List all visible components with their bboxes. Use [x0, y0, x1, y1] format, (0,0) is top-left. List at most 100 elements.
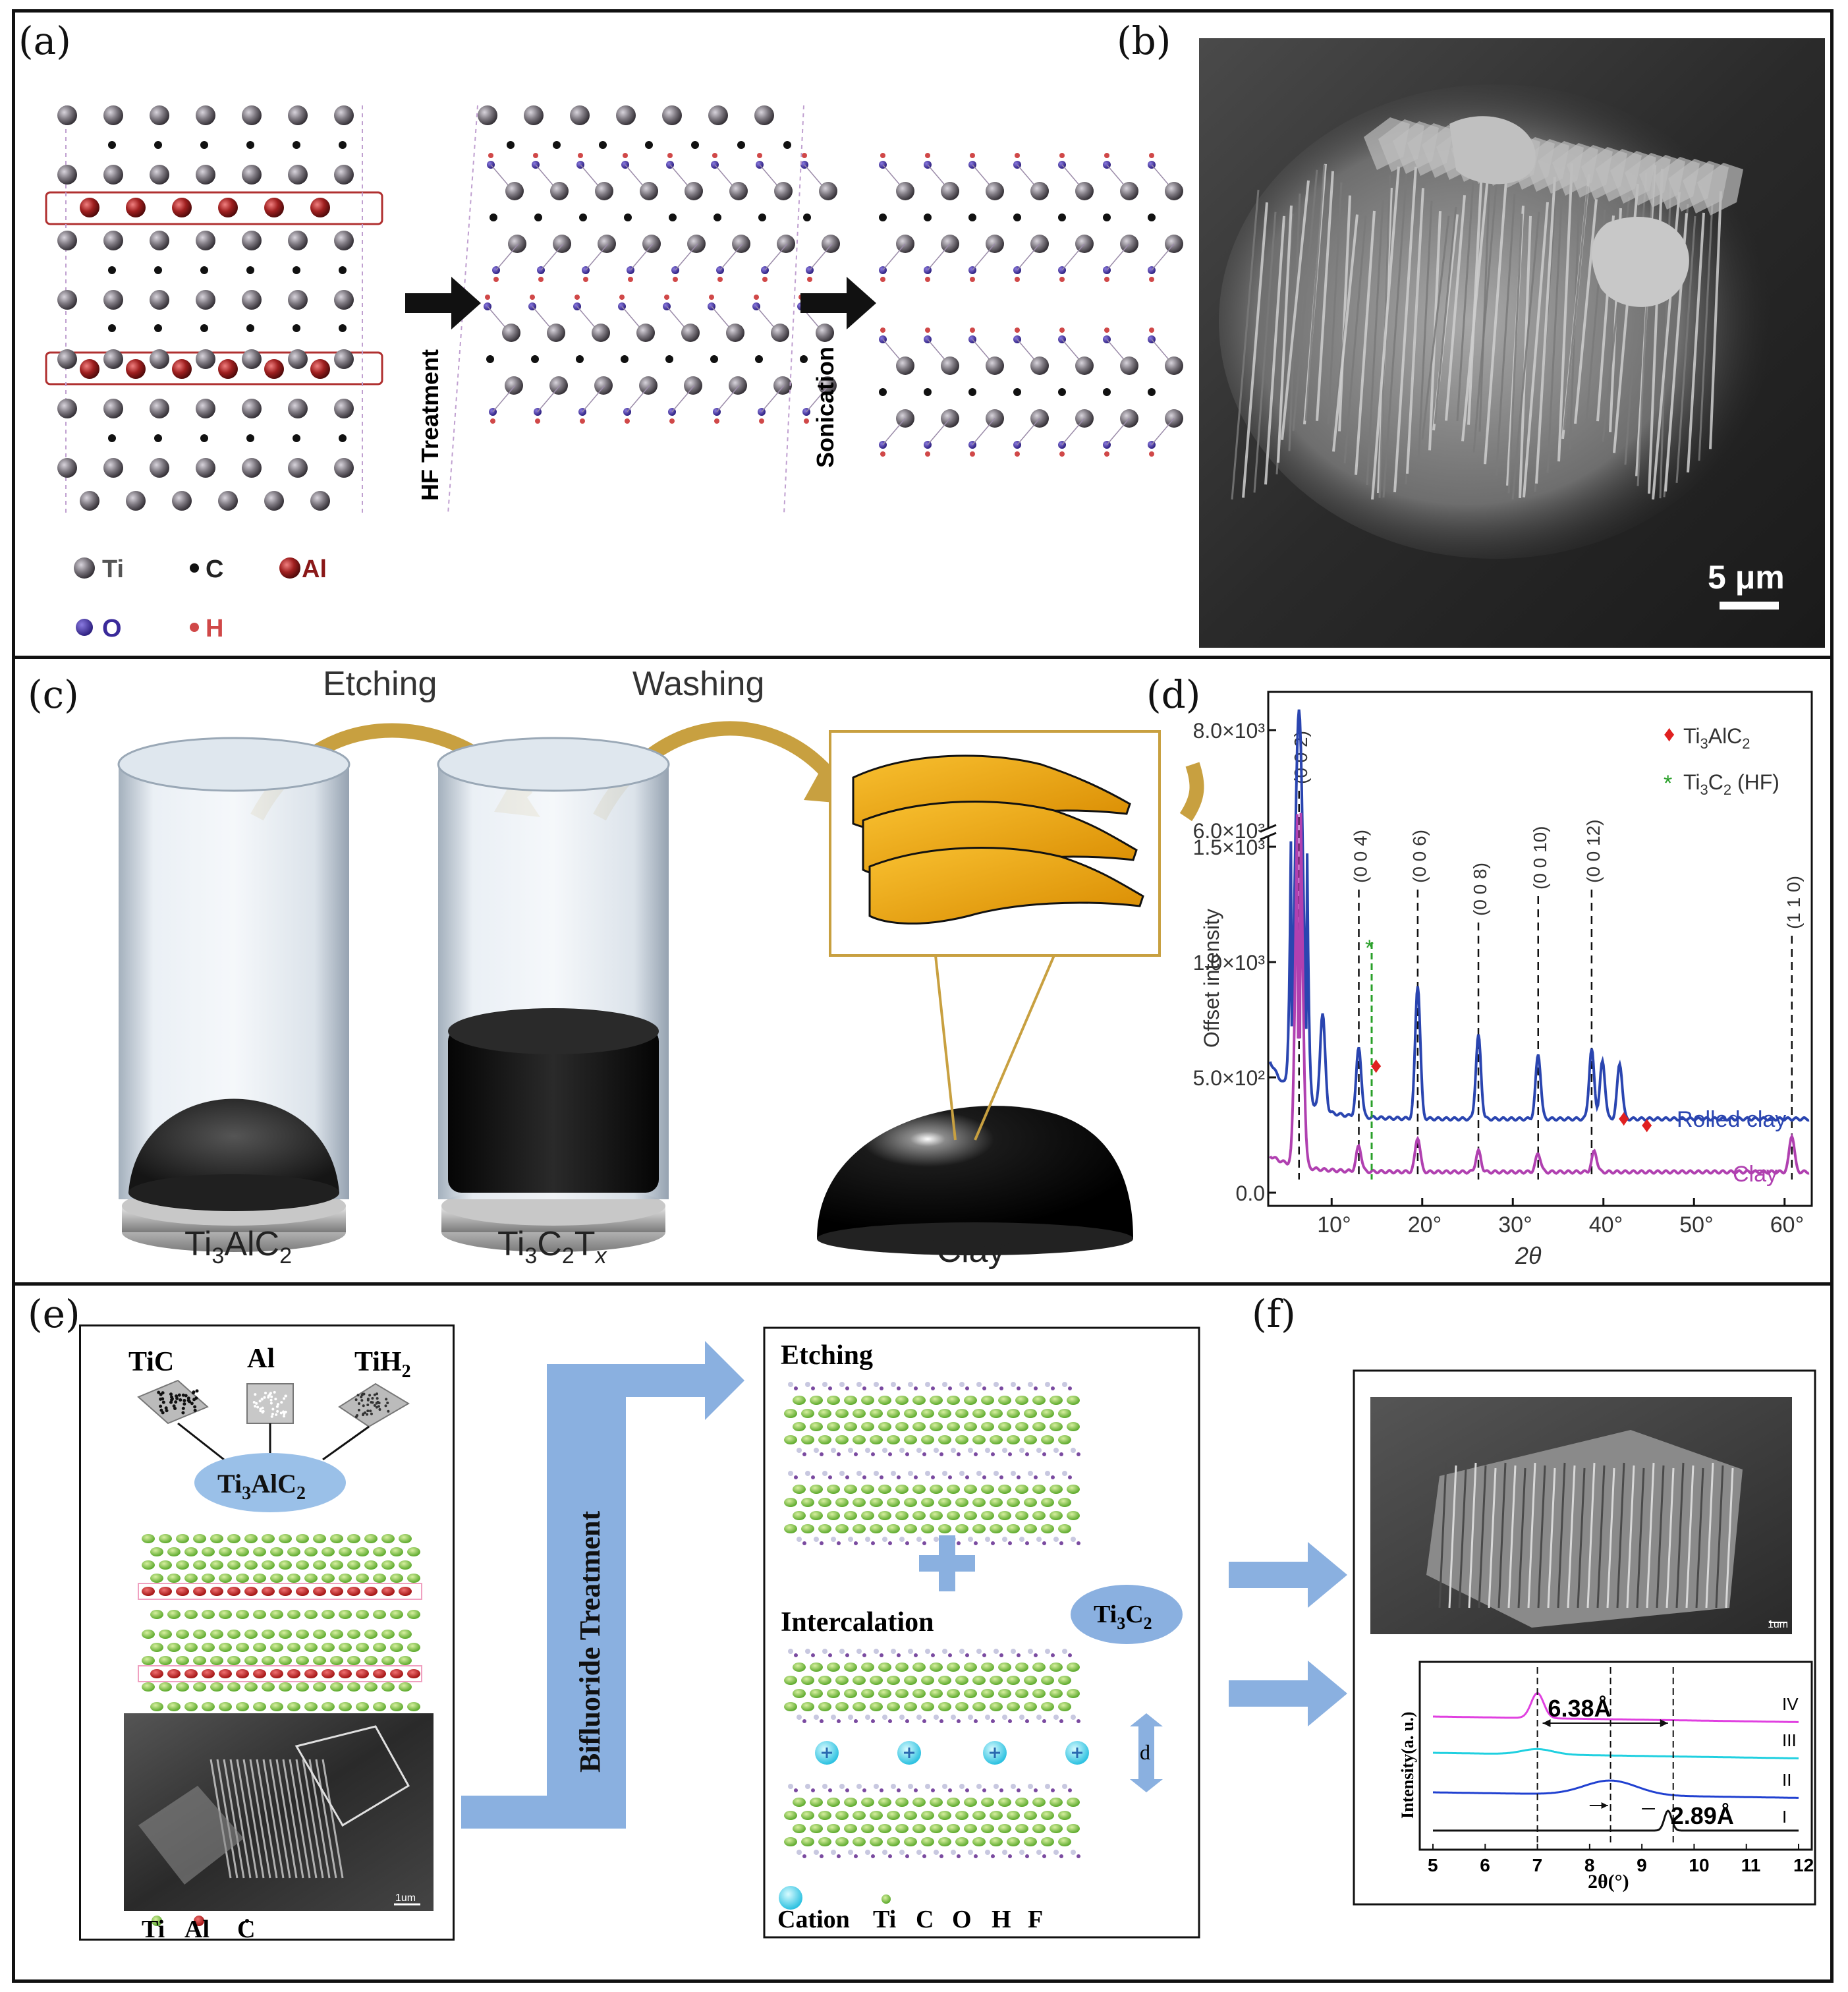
peak-annotation: (0 0 8) — [1470, 863, 1490, 916]
peak-annotation: (1 1 0) — [1783, 876, 1804, 929]
row-divider-2 — [12, 1282, 1834, 1286]
y-tick-label: 0.0 — [1236, 1181, 1265, 1205]
x-tick-label: 30° — [1498, 1212, 1532, 1238]
legend-ti3c2-hf: Ti3C2 (HF) — [1683, 770, 1779, 798]
x-tick-label: 50° — [1679, 1212, 1713, 1238]
legend-c: C — [206, 555, 223, 583]
x-tick-label: 10° — [1317, 1212, 1351, 1238]
x-tick-label: 60° — [1770, 1212, 1804, 1238]
f-series-label: I — [1782, 1807, 1787, 1827]
bifluoride-label: Bifluoride Treatment — [574, 1510, 606, 1773]
legend-al: Al — [302, 555, 327, 583]
sem-scale-f: 1um — [1768, 1619, 1788, 1630]
layered-flakes-inset — [830, 731, 1160, 1140]
label-clay: ‘Clay’ — [929, 1232, 1013, 1270]
y-axis-label: Offset intensity — [1200, 909, 1223, 1048]
arrow-icon — [800, 277, 876, 329]
sonication-label: Sonication — [812, 347, 839, 468]
panel-label-b: (b) — [1117, 18, 1171, 63]
arrow-icon — [1229, 1661, 1347, 1726]
f-x-tick: 11 — [1741, 1855, 1761, 1875]
o-legend-dot — [76, 619, 93, 636]
d-spacing-2-89: 2.89Å — [1671, 1802, 1734, 1829]
c-legend-dot — [190, 563, 199, 573]
legend-ti-2: Ti — [873, 1906, 896, 1933]
panel-label-a: (a) — [18, 18, 71, 63]
f-x-tick: 5 — [1428, 1855, 1438, 1875]
etching-label: Etching — [323, 666, 437, 703]
legend-cation: Cation — [777, 1906, 850, 1933]
f-x-tick: 12 — [1793, 1855, 1814, 1875]
legend-al: Al — [184, 1916, 210, 1941]
legend-star: * — [1664, 771, 1672, 796]
f-x-tick: 7 — [1532, 1855, 1543, 1875]
f-x-label: 2θ(°) — [1588, 1871, 1629, 1892]
ti3alc2-lattice — [138, 1534, 422, 1711]
panel-f: 1um 56789101112IVIIIIII6.38Å2.89Å Intens… — [1222, 1357, 1828, 1937]
x-tick-label: 20° — [1408, 1212, 1442, 1238]
intercalation-label: Intercalation — [781, 1607, 934, 1637]
label-ti3c2tx: Ti3C2Tx — [497, 1225, 607, 1268]
y-tick-label: 5.0×10² — [1193, 1066, 1266, 1090]
peak-annotation: (0 0 10) — [1530, 826, 1550, 890]
y-tick-label: 8.0×10³ — [1193, 719, 1266, 743]
scale-bar — [1720, 602, 1779, 610]
etched-lattice — [448, 105, 840, 514]
f-x-tick: 10 — [1689, 1855, 1709, 1875]
precursor-tih2: TiH2 — [354, 1347, 411, 1382]
sem-image-b: 5 μm — [1199, 38, 1825, 648]
legend-ti: Ti — [102, 555, 124, 583]
panel-label-f: (f) — [1252, 1292, 1296, 1336]
legend-h: H — [206, 615, 223, 642]
xrd-chart-d: 10°20°30°40°50°60°0.05.0×10²1.0×10³1.5×1… — [1192, 679, 1825, 1278]
marker-ti3c2-hf: * — [1365, 936, 1374, 961]
ti-legend-dot — [74, 557, 95, 579]
x-axis-label: 2θ — [1515, 1242, 1542, 1269]
label-ti3alc2: Ti3AlC2 — [184, 1225, 292, 1268]
f-series-label: IV — [1782, 1694, 1799, 1714]
peak-annotation: (0 0 12) — [1583, 820, 1604, 884]
arrow-icon — [1229, 1542, 1347, 1608]
etching-label-e: Etching — [781, 1340, 873, 1371]
row-divider-1 — [12, 656, 1834, 659]
f-x-tick: 9 — [1637, 1855, 1647, 1875]
d-spacing-6-38: 6.38Å — [1548, 1695, 1611, 1722]
panel-c-schematic: Etching Washing Ti3AlC2 Ti3C2Tx ‘Clay’ — [79, 666, 1212, 1278]
peak-annotation: (0 0 6) — [1409, 830, 1430, 883]
legend-h-2: H — [992, 1906, 1011, 1933]
sem-scale-e: 1um — [395, 1892, 416, 1904]
panel-e-schematic: TiC Al TiH2 Ti3AlC2 1um Ti Al C Bifluori… — [79, 1324, 1212, 1941]
h-legend-dot — [190, 623, 199, 632]
marker-ti3alc2: ♦ — [1641, 1112, 1652, 1137]
marker-ti3alc2: ♦ — [1618, 1106, 1629, 1131]
legend-c-2: C — [916, 1906, 934, 1933]
x-tick-label: 40° — [1589, 1212, 1623, 1238]
peak-annotation: (0 0 4) — [1351, 830, 1371, 883]
y-tick-label: 6.0×10³ — [1193, 819, 1266, 843]
legend-ti: Ti — [142, 1916, 165, 1941]
washing-label: Washing — [632, 666, 764, 703]
vial-ti3c2tx — [438, 738, 669, 1252]
panel-label-c: (c) — [28, 672, 79, 717]
delaminated-lattice — [879, 153, 1183, 457]
series-label-rolled-clay: Rolled clay — [1677, 1107, 1786, 1132]
series-label-clay: Clay — [1733, 1162, 1778, 1187]
d-label: d — [1140, 1740, 1150, 1764]
vial-ti3alc2 — [119, 738, 349, 1252]
al-legend-dot — [279, 557, 300, 579]
legend-o: O — [102, 615, 122, 642]
f-y-label: Intensity(a. u.) — [1398, 1711, 1417, 1819]
legend-o-2: O — [952, 1906, 972, 1933]
f-series-label: III — [1782, 1730, 1797, 1750]
precursor-al: Al — [247, 1344, 275, 1374]
legend-f-2: F — [1028, 1906, 1043, 1933]
f-x-tick: 6 — [1480, 1855, 1490, 1875]
scale-label: 5 μm — [1708, 559, 1785, 596]
legend-ti3alc2: Ti3AlC2 — [1683, 724, 1750, 752]
panel-label-e: (e) — [28, 1292, 80, 1336]
arrow-icon — [405, 277, 481, 329]
panel-a-schematic: HF Treatment Sonication Ti C Al O H — [26, 79, 1186, 646]
f-series-label: II — [1782, 1770, 1791, 1790]
legend-c: C — [237, 1916, 255, 1941]
panel-a-legend: Ti C Al O H — [74, 555, 327, 642]
